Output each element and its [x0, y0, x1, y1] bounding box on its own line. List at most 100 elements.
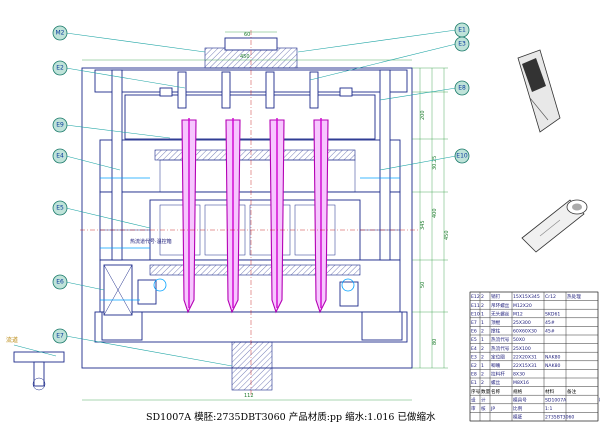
bom-cell: 定位圈: [491, 353, 505, 360]
dim-text-5: 200: [420, 110, 426, 120]
bom-footer-cell: JP: [490, 406, 495, 412]
bom-cell: 1: [481, 337, 484, 343]
bom-cell: 60X60X30: [513, 329, 537, 335]
balloon-e9: E9: [52, 117, 68, 133]
balloon-e2: E2: [52, 60, 68, 76]
bom-cell: 2: [481, 372, 484, 378]
bom-cell: Cr12: [545, 294, 556, 300]
bom-cell: 热处理: [567, 293, 581, 300]
bom-header-cell: 数量: [481, 388, 491, 395]
bom-footer-cell: 设: [471, 396, 476, 403]
dim-text-1: 400: [432, 208, 438, 218]
bom-cell: 45#: [545, 329, 555, 335]
svg-text:E6: E6: [56, 279, 64, 286]
bom-header-cell: 名称: [491, 388, 501, 395]
svg-text:E8: E8: [458, 85, 466, 92]
bom-cell: M8X16: [513, 380, 529, 386]
bom-cell: E1: [471, 380, 477, 386]
bom-cell: M12: [513, 311, 523, 317]
svg-text:E10: E10: [456, 153, 468, 160]
bom-cell: 吊环螺丝: [491, 302, 510, 309]
bom-cell: 22X20X31: [513, 354, 537, 360]
bom-cell: 1: [481, 311, 484, 317]
bom-cell: 2: [481, 354, 484, 360]
bom-cell: 2: [481, 346, 484, 352]
dim-text-8: 80: [432, 339, 438, 345]
bom-cell: 顶棍: [491, 319, 501, 326]
product-sketch-bottom: [521, 199, 588, 253]
bom-cell: 撑柱: [491, 328, 501, 335]
bom-header-cell: 材料: [545, 388, 555, 395]
bom-cell: E6: [471, 329, 477, 335]
runner-device: 流道: [6, 336, 65, 391]
bom-cell: 15X15X345: [513, 294, 540, 300]
dimension-texts: 400 450 345 112 200 30.25 50 80 60 450: [240, 32, 450, 399]
dimension-lines: [82, 31, 448, 401]
nozzle-stack: [159, 71, 353, 109]
balloon-e8: E8: [454, 80, 470, 96]
manifold-plate: [124, 94, 376, 140]
leader-lines: [65, 29, 457, 367]
balloon-e10: E10: [454, 148, 470, 164]
bom-header-cell: 规格: [513, 388, 523, 395]
dim-text-2: 450: [444, 230, 450, 240]
balloon-e5: E5: [52, 200, 68, 216]
bom-cell: 销钉: [491, 293, 501, 300]
a-plate: [99, 139, 401, 193]
bom-footer-cell: 模具号: [513, 396, 527, 403]
balloon-e6: E6: [52, 274, 68, 290]
bom-cell: E12: [471, 294, 480, 300]
dim-text-4: 112: [244, 393, 254, 399]
guide-pin-right: [379, 69, 391, 261]
bom-cell: 唧嘴: [491, 362, 501, 369]
bom-cell: 25X100: [513, 346, 531, 352]
bom-footer-cell: SD1007A: [545, 397, 567, 403]
dim-text-10: 450: [240, 54, 250, 60]
bom-header-cell: 备注: [567, 388, 577, 395]
bom-cell: 2: [481, 303, 484, 309]
svg-text:E7: E7: [56, 333, 64, 340]
bom-cell: E5: [471, 337, 477, 343]
svg-text:E5: E5: [56, 205, 64, 212]
dim-text-3: 345: [420, 220, 426, 230]
hotrunner-note: 热流道代号·温控箱: [130, 238, 172, 245]
bom-cell: 2: [481, 380, 484, 386]
svg-text:E4: E4: [56, 153, 64, 160]
bom-cell: 2: [481, 329, 484, 335]
drawing-title: SD1007A 模胚:2735DBT3060 产品材质:pp 缩水:1.016 …: [146, 411, 436, 423]
bom-cell: 22X15X31: [513, 363, 537, 369]
bom-footer-cell: 比例: [513, 405, 523, 412]
bom-cell: E3: [471, 354, 477, 360]
bom-cell: 2: [481, 294, 484, 300]
bom-header-cell: 序号: [471, 388, 481, 395]
left-side-lug: [137, 279, 157, 305]
runner-label: 流道: [6, 336, 18, 344]
bom-cell: SKD61: [545, 311, 560, 317]
balloon-e3: E3: [454, 36, 470, 52]
bom-footer-cell: 2735BT3060: [545, 415, 574, 421]
product-sketch-top: [517, 49, 561, 133]
runner-bar: [13, 351, 65, 363]
bom-cell: E8: [471, 372, 477, 378]
bom-cell: M12X20: [513, 303, 532, 309]
support-pillar-right: [361, 311, 403, 341]
dim-text-7: 50: [420, 282, 426, 288]
water-lines: [100, 177, 400, 301]
bom-cell: 无头螺丝: [491, 310, 510, 317]
dim-text-6: 30.25: [432, 156, 438, 170]
svg-text:E9: E9: [56, 122, 64, 129]
bom-cell: NAK80: [545, 354, 561, 360]
svg-text:E3: E3: [458, 41, 466, 48]
bom-cell: E10: [471, 311, 480, 317]
bom-cell: 螺丝: [491, 379, 501, 386]
right-side-lug: [339, 281, 359, 307]
bom-footer-cell: 计: [481, 396, 486, 403]
bom-cell: NAK80: [545, 363, 561, 369]
bom-cell: 8X30: [513, 372, 525, 378]
bom-cell: 50X0: [513, 337, 525, 343]
bom-footer-cell: 模胚: [513, 414, 523, 421]
bom-cell: E4: [471, 346, 477, 352]
guide-pin-left: [111, 69, 123, 261]
